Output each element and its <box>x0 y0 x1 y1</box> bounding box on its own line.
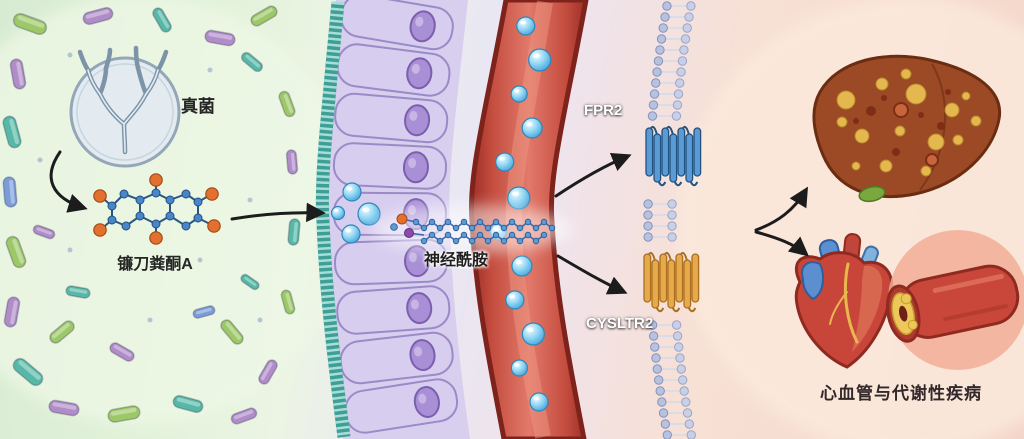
bacteria-icon <box>287 218 301 246</box>
disease-label: 心血管与代谢性疾病 <box>820 384 982 403</box>
cell-membrane <box>643 1 696 439</box>
vesicle-icon <box>516 16 536 36</box>
epithelial-cell <box>334 92 449 144</box>
flow-arrows <box>49 150 809 295</box>
vesicle-icon <box>342 182 362 202</box>
fpr2-label: FPR2 <box>584 102 623 119</box>
bacteria-icon <box>240 51 264 73</box>
bacteria-icon <box>2 115 22 149</box>
arrow-ceramide-to-fpr2 <box>554 153 632 198</box>
epithelial-cell <box>332 142 448 190</box>
vesicle-icon <box>495 152 515 172</box>
bacteria-icon <box>280 289 296 315</box>
ceramide-molecule-icon <box>372 205 572 253</box>
bacteria-icon <box>109 342 135 362</box>
bacteria-icon <box>12 357 44 387</box>
fpr2-receptor-icon <box>645 125 702 187</box>
bacteria-icon <box>82 6 114 26</box>
bacteria-icon <box>2 176 18 208</box>
vesicle-icon <box>507 186 531 210</box>
bacteria-icon <box>32 224 56 240</box>
vesicle-icon <box>505 290 525 310</box>
arrow-compound-to-cells <box>230 202 326 223</box>
arrow-to-liver <box>754 186 809 232</box>
vesicle-icon <box>510 359 528 377</box>
fungus-label: 真菌 <box>181 97 215 116</box>
vesicle-icon <box>510 85 528 103</box>
bacteria-icon <box>230 407 258 425</box>
cysltr2-label: CYSLTR2 <box>586 315 654 332</box>
epithelial-cell <box>339 331 454 385</box>
vesicle-icon <box>357 202 381 226</box>
vesicle-icon <box>521 117 543 139</box>
bacteria-icon <box>172 394 204 414</box>
vesicle-icon <box>341 224 361 244</box>
bacteria-icon <box>240 273 260 291</box>
liver-icon <box>812 54 1002 203</box>
bacteria-icon <box>9 58 27 90</box>
epithelial-cell <box>340 0 454 51</box>
heart-icon <box>794 233 894 369</box>
membrane-receptors <box>643 125 702 313</box>
cysltr2-receptor-icon <box>643 251 700 313</box>
bacteria-field <box>2 5 301 425</box>
vesicle-icon <box>330 205 346 221</box>
bacteria-icon <box>5 235 27 269</box>
molecule-icon <box>93 173 221 245</box>
vesicle-icon <box>528 48 552 72</box>
epithelial-cell <box>336 43 451 97</box>
bacteria-icon <box>12 12 48 36</box>
bacteria-icon <box>250 5 278 27</box>
bacteria-icon <box>107 405 141 423</box>
arrow-to-heart <box>754 230 809 257</box>
arrow-ceramide-to-cysltr2 <box>556 254 628 295</box>
ceramide-label: 神经酰胺 <box>423 252 489 269</box>
bacteria-icon <box>258 359 278 385</box>
vesicle-icon <box>511 255 533 277</box>
compound-label: 镰刀粪酮A <box>117 256 193 273</box>
bacteria-icon <box>204 29 236 47</box>
bacteria-icon <box>48 399 80 417</box>
vesicle-icon <box>521 322 545 346</box>
bacteria-icon <box>3 296 21 328</box>
bacteria-icon <box>192 305 216 319</box>
bacteria-icon <box>278 90 296 118</box>
epithelial-cell <box>336 285 451 335</box>
bacteria-icon <box>285 149 299 175</box>
vesicle-icon <box>529 392 549 412</box>
plaque-vessel-icon <box>885 230 1024 370</box>
bacteria-icon <box>152 7 172 33</box>
bacteria-icon <box>49 320 75 344</box>
bacteria-icon <box>65 285 91 299</box>
bacteria-icon <box>220 319 244 345</box>
arrow-fungus-to-compound <box>49 150 88 213</box>
fungus-icon <box>69 45 181 168</box>
